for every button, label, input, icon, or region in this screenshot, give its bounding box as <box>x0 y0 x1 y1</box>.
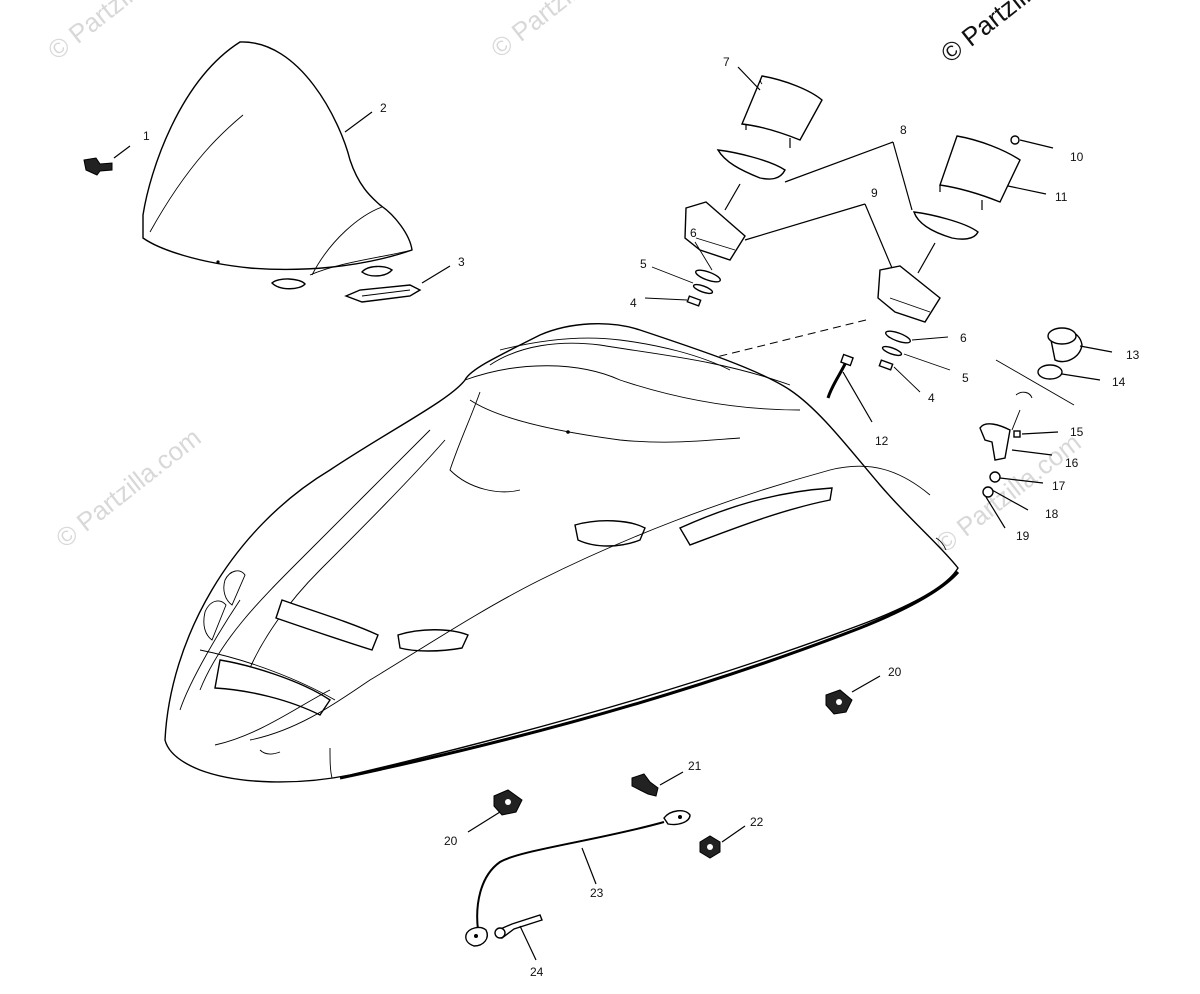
callout-10: 10 <box>1070 150 1084 164</box>
callout-14: 14 <box>1112 375 1126 389</box>
callout-8: 8 <box>900 123 907 137</box>
parts-4-5-6-left <box>644 241 721 307</box>
part-11-gauge-housing <box>939 135 1047 210</box>
part-2-windshield <box>142 41 413 290</box>
part-10-screw <box>1010 135 1054 149</box>
part-3-strap <box>344 265 451 303</box>
callout-12: 12 <box>875 434 889 448</box>
part-20-fastener-right <box>825 675 881 715</box>
callout-20-left: 20 <box>444 834 458 848</box>
part-23-cable <box>465 810 691 947</box>
callout-18: 18 <box>1045 507 1059 521</box>
parts-4-5-6-right <box>878 330 951 393</box>
callout-20-right: 20 <box>888 665 902 679</box>
part-1-screw <box>83 145 131 176</box>
part-7-gauge-housing <box>737 66 823 148</box>
part-9-bezels <box>684 201 941 323</box>
hood-body <box>164 323 960 783</box>
callout-5-right: 5 <box>962 371 969 385</box>
callout-5: 5 <box>640 257 647 271</box>
callout-16: 16 <box>1065 456 1079 470</box>
callout-3: 3 <box>458 255 465 269</box>
callout-13: 13 <box>1126 348 1140 362</box>
callout-4: 4 <box>630 296 637 310</box>
callout-1: 1 <box>143 129 150 143</box>
callout-11: 11 <box>1055 190 1068 204</box>
callout-19: 19 <box>1016 529 1030 543</box>
callout-2: 2 <box>380 101 387 115</box>
callout-21: 21 <box>688 759 702 773</box>
part-12-tube <box>826 353 873 423</box>
callout-4-right: 4 <box>928 391 935 405</box>
part-13-gauge <box>1047 327 1113 363</box>
callout-17: 17 <box>1052 479 1066 493</box>
callout-22: 22 <box>750 815 764 829</box>
part-21-bolt <box>631 771 684 797</box>
callout-6-right: 6 <box>960 331 967 345</box>
callout-24: 24 <box>530 965 544 979</box>
part-14-ring <box>1037 364 1101 381</box>
callout-15: 15 <box>1070 425 1084 439</box>
parts-15-19-bracket <box>979 391 1059 529</box>
callout-7: 7 <box>723 55 730 69</box>
part-20-fastener-left <box>467 789 523 833</box>
leader-line-13-14 <box>995 359 1075 406</box>
part-8-lens-rings <box>716 141 979 274</box>
part-24-rivet <box>494 914 543 961</box>
part-22-nut <box>699 825 746 859</box>
callout-9: 9 <box>871 186 878 200</box>
callout-23: 23 <box>590 886 604 900</box>
callout-6: 6 <box>690 226 697 240</box>
callout-labels: 1 2 3 4 5 6 7 8 9 10 11 6 5 4 12 13 14 1… <box>143 55 1140 979</box>
